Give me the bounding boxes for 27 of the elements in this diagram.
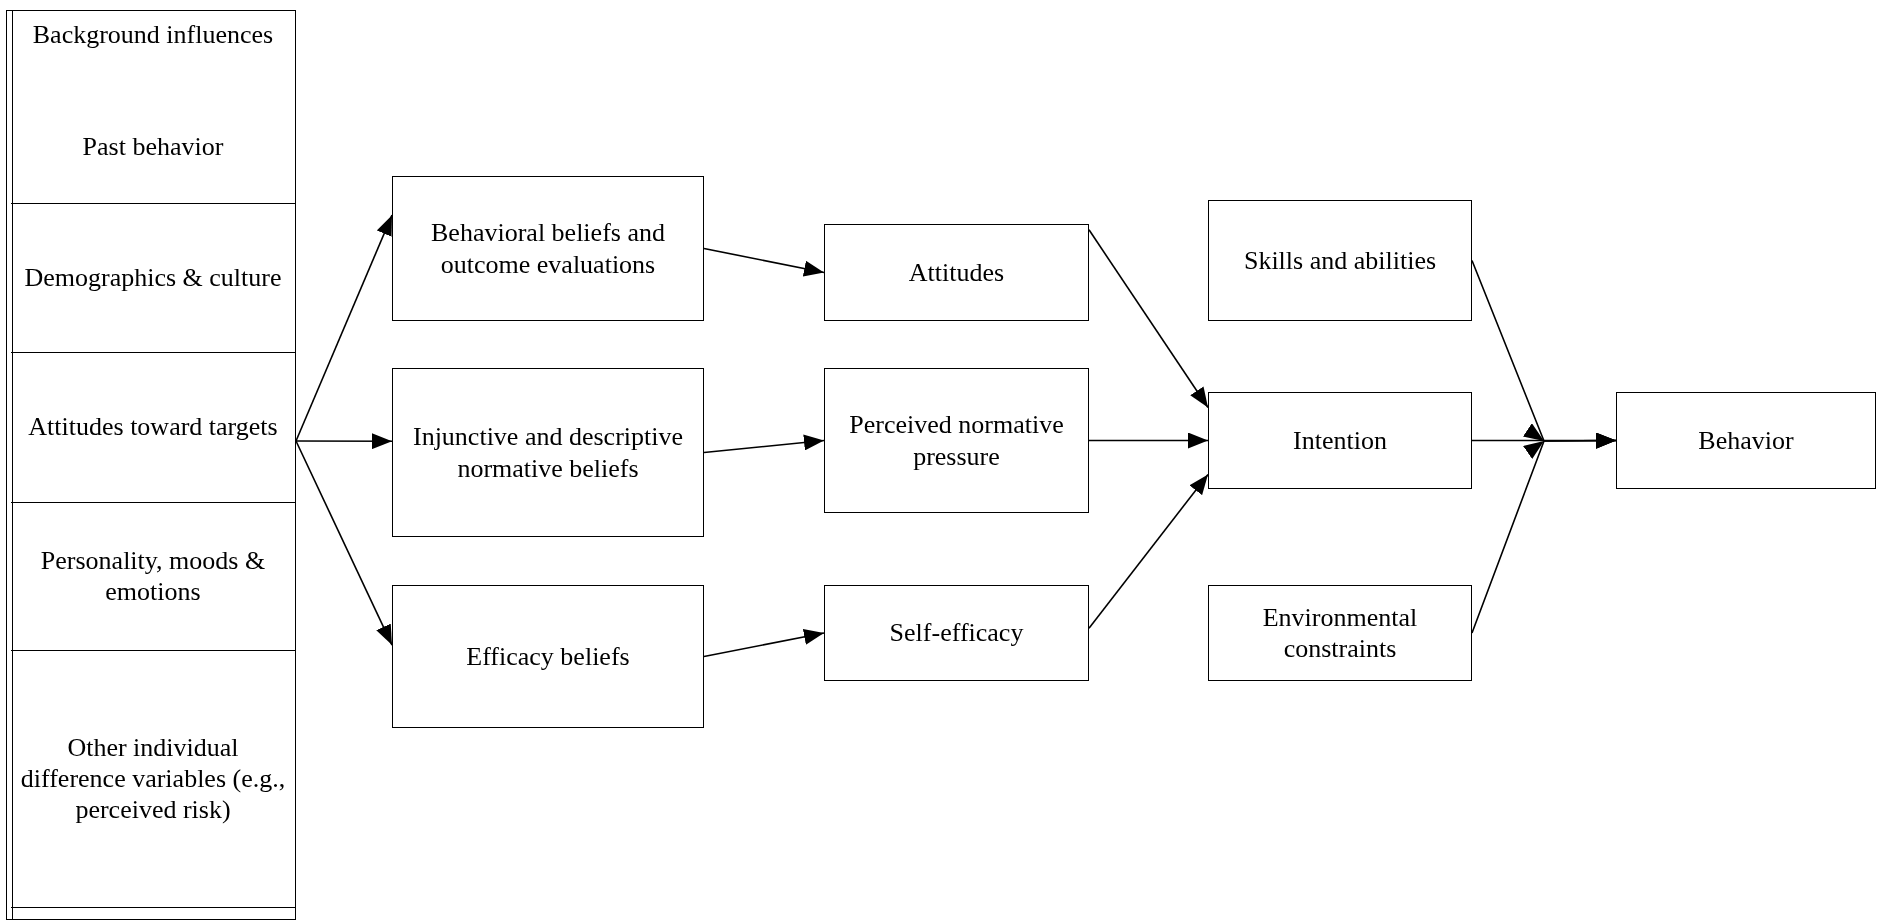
arrow	[1471, 433, 1617, 634]
process-box: Behavioral beliefs and outcome evaluations	[392, 176, 704, 321]
arrow	[1088, 229, 1209, 409]
influence-row: Demographics & culture	[11, 203, 295, 353]
arrow	[295, 214, 393, 442]
process-box: Skills and abilities	[1208, 200, 1472, 321]
influence-row: Personality, moods & emotions	[11, 502, 295, 651]
influence-row: Past behavior	[11, 91, 295, 204]
process-box: Behavior	[1616, 392, 1876, 489]
process-box: Injunctive and descriptive normative beliefs	[392, 368, 704, 537]
arrow	[703, 247, 825, 277]
influence-row: Attitudes toward targets	[11, 352, 295, 503]
process-box: Environmental constraints	[1208, 585, 1472, 681]
panel-heading: Background influences	[31, 19, 275, 51]
influence-row: Other individual difference variables (e.g., perceived risk)	[11, 650, 295, 908]
arrow	[1088, 432, 1209, 449]
background-panel	[6, 10, 296, 920]
arrow	[1088, 473, 1209, 629]
process-box: Attitudes	[824, 224, 1089, 321]
process-box: Perceived normative pressure	[824, 368, 1089, 513]
process-box: Efficacy beliefs	[392, 585, 704, 728]
arrow	[703, 629, 825, 658]
arrow	[295, 440, 393, 646]
process-box: Intention	[1208, 392, 1472, 489]
arrow	[295, 433, 393, 450]
arrow	[703, 434, 825, 454]
process-box: Self-efficacy	[824, 585, 1089, 681]
